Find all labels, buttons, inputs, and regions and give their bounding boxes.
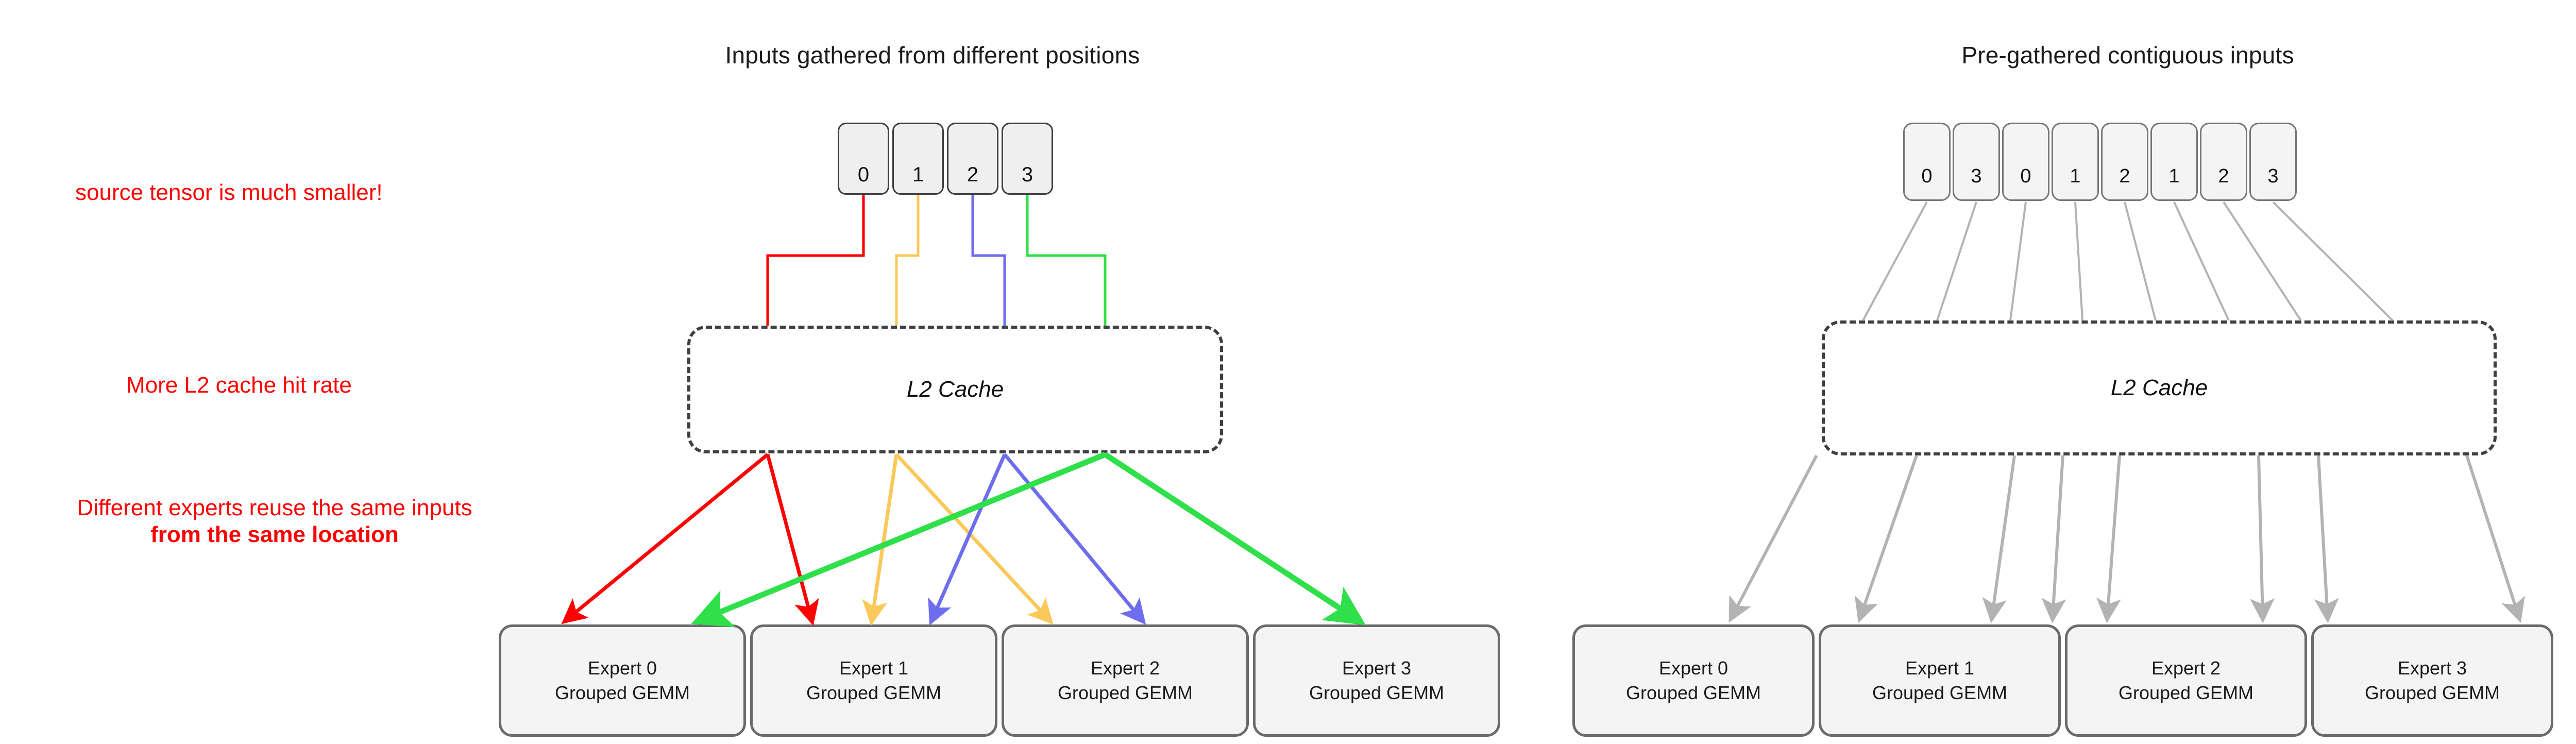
right-panel-title: Pre-gathered contiguous inputs: [1961, 42, 2294, 69]
wire-rtoken3-to-cache: [2074, 201, 2083, 321]
token-cell[interactable]: 0: [838, 123, 889, 195]
wire-rtoken4-to-cache: [2124, 201, 2157, 321]
arrow-rtoken3-to-expert1: [2041, 455, 2066, 623]
expert-box[interactable]: Expert 2 Grouped GEMM: [2065, 624, 2307, 737]
expert-name: Expert 0: [587, 657, 657, 679]
token-cell[interactable]: 3: [2249, 123, 2297, 201]
arrow-token3-to-expert0: [691, 451, 1107, 628]
expert-box[interactable]: Expert 1 Grouped GEMM: [1819, 624, 2061, 737]
arrow-rtoken6-to-expert2: [2314, 455, 2339, 623]
right-expert-row: Expert 0 Grouped GEMM Expert 1 Grouped G…: [1572, 624, 2557, 737]
arrow-token3-to-expert3: [1103, 452, 1366, 625]
wire-rtoken7-to-cache: [2272, 201, 2394, 322]
wire-token3-to-cache: [1026, 195, 1107, 326]
wire-token1-to-cache: [895, 195, 920, 326]
expert-op: Grouped GEMM: [554, 682, 690, 703]
expert-name: Expert 2: [1090, 657, 1160, 679]
expert-box[interactable]: Expert 3 Grouped GEMM: [1253, 624, 1500, 737]
token-cell[interactable]: 2: [947, 123, 998, 195]
expert-op: Grouped GEMM: [1625, 682, 1761, 703]
expert-name: Expert 2: [2151, 657, 2221, 679]
right-l2-cache-box: L2 Cache: [1822, 320, 2497, 455]
token-cell[interactable]: 0: [2002, 123, 2049, 201]
expert-box[interactable]: Expert 0 Grouped GEMM: [499, 624, 746, 737]
expert-op: Grouped GEMM: [1872, 682, 2008, 703]
arrow-token1-to-expert1: [862, 454, 899, 626]
arrow-rtoken5-to-expert2: [2250, 455, 2275, 623]
arrow-rtoken2-to-expert1: [1982, 455, 2016, 623]
left-cache-to-expert-arrows: [561, 451, 1366, 628]
right-cache-to-expert-arrows: [1728, 454, 2526, 623]
wire-rtoken0-to-cache: [1862, 201, 1928, 321]
expert-op: Grouped GEMM: [1057, 682, 1193, 703]
expert-name: Expert 1: [839, 657, 909, 679]
wire-rtoken2-to-cache: [2009, 201, 2027, 321]
token-cell[interactable]: 1: [2150, 123, 2198, 201]
expert-op: Grouped GEMM: [2118, 682, 2254, 703]
left-expert-row: Expert 0 Grouped GEMM Expert 1 Grouped G…: [499, 624, 1504, 737]
token-cell[interactable]: 0: [1903, 123, 1951, 201]
expert-box[interactable]: Expert 3 Grouped GEMM: [2311, 624, 2553, 737]
arrow-rtoken4-to-expert1: [2096, 455, 2121, 623]
expert-op: Grouped GEMM: [806, 682, 942, 703]
arrow-token2-to-expert1: [928, 453, 1007, 625]
token-cell[interactable]: 3: [1953, 123, 2000, 201]
arrow-rtoken1-to-expert0: [1854, 455, 1918, 623]
arrow-token1-to-expert2: [895, 453, 1054, 625]
wire-token2-to-cache: [971, 195, 1006, 326]
annotation-reuse-inputs-line2: from the same location: [150, 521, 399, 547]
expert-name: Expert 0: [1658, 657, 1728, 679]
arrow-token2-to-expert2: [1003, 453, 1146, 625]
arrow-token0-to-expert1: [766, 454, 819, 626]
left-token-to-cache-wires: [766, 195, 1107, 326]
arrow-token0-to-expert0: [561, 453, 769, 624]
annotation-l2-hit-rate: More L2 cache hit rate: [126, 373, 352, 398]
annotation-reuse-inputs-line1: Different experts reuse the same inputs: [77, 495, 472, 520]
wire-rtoken5-to-cache: [2173, 201, 2230, 321]
token-cell[interactable]: 1: [2052, 123, 2099, 201]
arrow-rtoken7-to-expert3: [2465, 455, 2526, 623]
expert-op: Grouped GEMM: [1309, 682, 1445, 703]
token-cell[interactable]: 2: [2200, 123, 2247, 201]
expert-name: Expert 3: [2397, 657, 2467, 679]
expert-box[interactable]: Expert 1 Grouped GEMM: [750, 624, 997, 737]
expert-name: Expert 1: [1905, 657, 1975, 679]
annotation-source-tensor-smaller: source tensor is much smaller!: [75, 180, 383, 205]
left-panel-title: Inputs gathered from different positions: [725, 42, 1140, 69]
arrow-rtoken0-to-expert0: [1728, 454, 1818, 623]
token-cell[interactable]: 2: [2101, 123, 2148, 201]
token-cell[interactable]: 1: [892, 123, 944, 195]
wire-rtoken1-to-cache: [1936, 201, 1977, 321]
wire-token0-to-cache: [766, 195, 865, 326]
expert-op: Grouped GEMM: [2364, 682, 2500, 703]
right-token-to-cache-wires: [1862, 201, 2394, 322]
expert-name: Expert 3: [1342, 657, 1412, 679]
expert-box[interactable]: Expert 2 Grouped GEMM: [1002, 624, 1249, 737]
annotation-reuse-inputs: Different experts reuse the same inputs …: [9, 495, 540, 548]
left-token-row: 0 1 2 3: [838, 123, 1056, 195]
expert-box[interactable]: Expert 0 Grouped GEMM: [1572, 624, 1815, 737]
token-cell[interactable]: 3: [1002, 123, 1053, 195]
wire-rtoken6-to-cache: [2223, 201, 2302, 322]
left-l2-cache-box: L2 Cache: [687, 326, 1223, 453]
right-token-row: 0 3 0 1 2 1 2 3: [1903, 123, 2299, 201]
